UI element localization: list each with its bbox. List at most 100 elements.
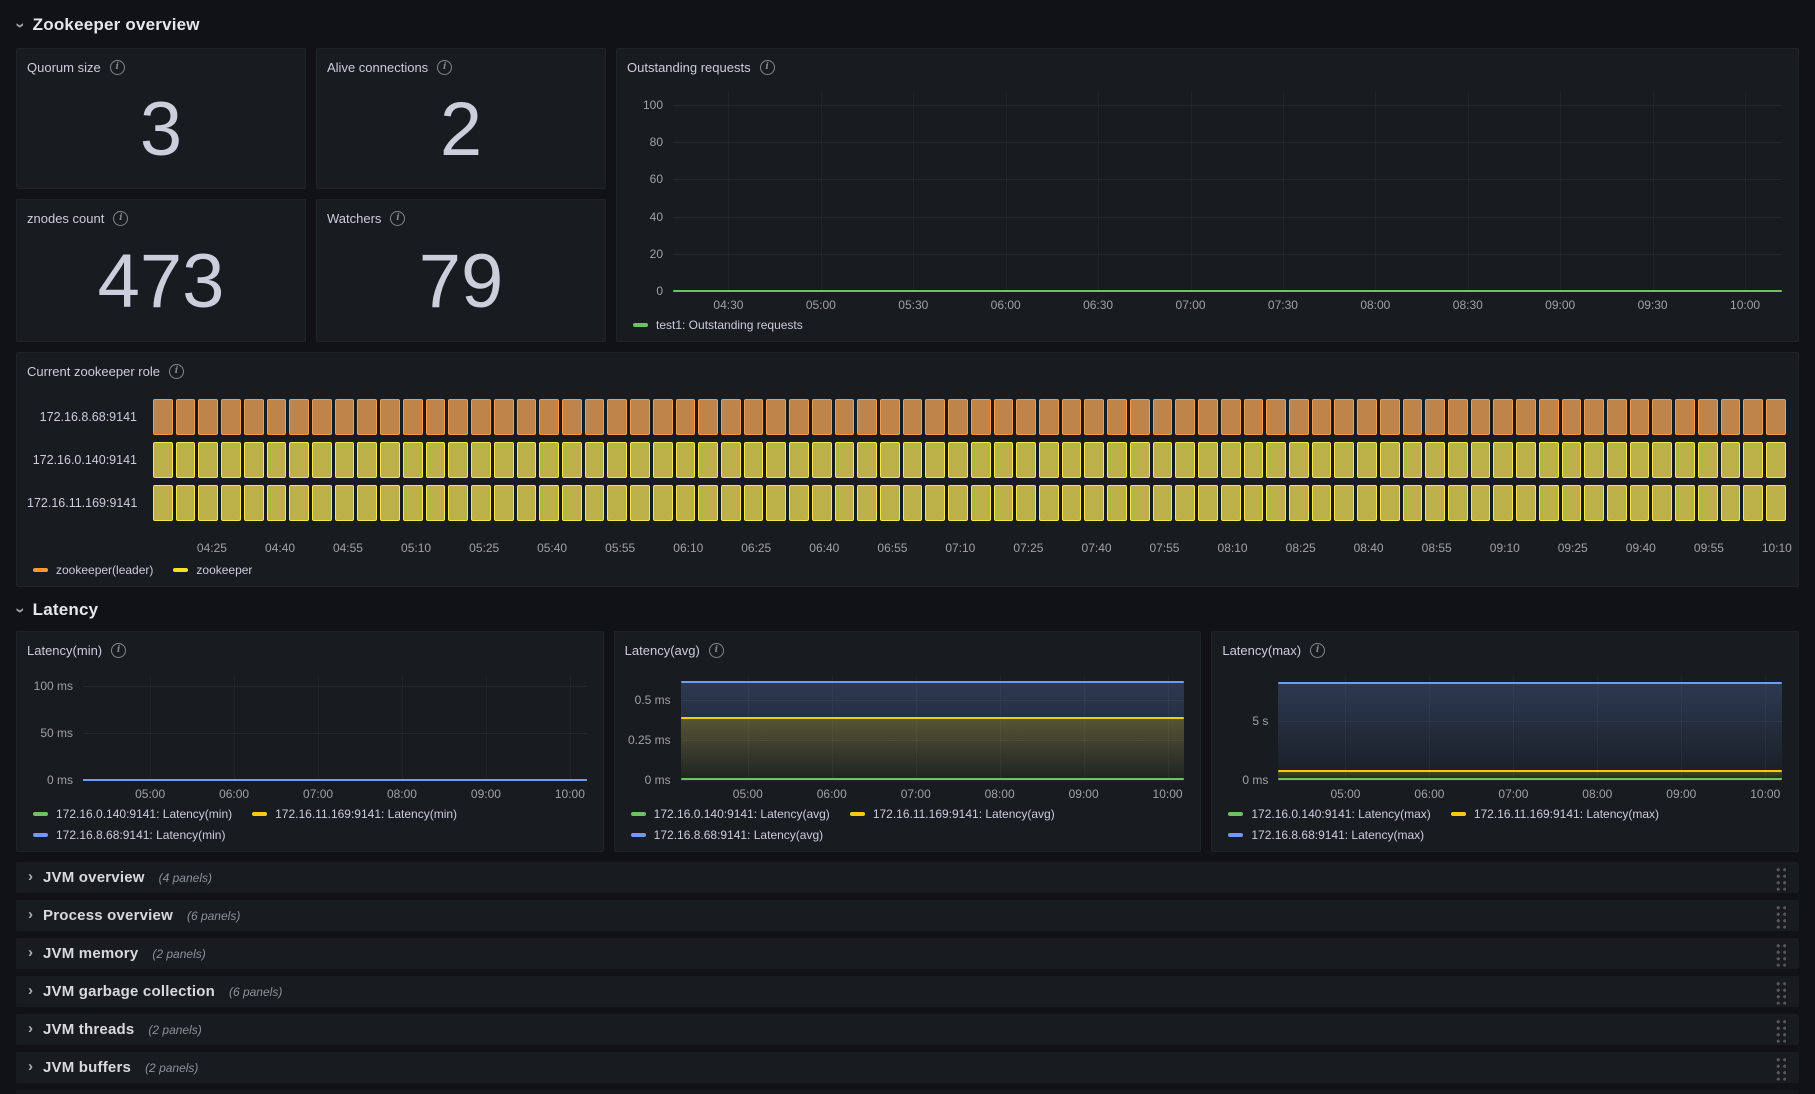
drag-handle-icon[interactable] [1774, 1055, 1786, 1080]
state-segment[interactable] [357, 442, 378, 478]
info-icon[interactable]: i [1310, 642, 1326, 658]
state-segment[interactable] [811, 442, 832, 478]
state-segment[interactable] [1470, 442, 1491, 478]
state-segment[interactable] [1697, 442, 1718, 478]
state-segment[interactable] [1266, 399, 1286, 435]
state-segment[interactable] [402, 485, 423, 521]
state-segment[interactable] [198, 485, 219, 521]
state-segment[interactable] [743, 442, 764, 478]
state-segment[interactable] [1652, 485, 1673, 521]
state-segment[interactable] [539, 399, 559, 435]
state-segment[interactable] [652, 442, 673, 478]
legend-item[interactable]: 172.16.11.169:9141: Latency(min) [252, 803, 457, 824]
state-segment[interactable] [1470, 399, 1491, 435]
state-segment[interactable] [834, 442, 855, 478]
collapsed-row-jvm-garbage-collection[interactable]: ›JVM garbage collection(6 panels) [16, 976, 1799, 1007]
legend-item[interactable]: 172.16.0.140:9141: Latency(avg) [630, 803, 830, 824]
state-segment[interactable] [448, 399, 469, 435]
state-segment[interactable] [1016, 485, 1037, 521]
state-segment[interactable] [1061, 442, 1082, 478]
state-segment[interactable] [584, 399, 605, 435]
state-segment[interactable] [720, 399, 741, 435]
state-segment[interactable] [516, 442, 537, 478]
state-segment[interactable] [1675, 399, 1695, 435]
state-segment[interactable] [789, 485, 809, 521]
state-segment[interactable] [880, 442, 900, 478]
state-segment[interactable] [1016, 442, 1037, 478]
collapsed-row-jvm-buffers[interactable]: ›JVM buffers(2 panels) [16, 1052, 1799, 1083]
state-segment[interactable] [539, 485, 559, 521]
state-segment[interactable] [970, 399, 991, 435]
state-segment[interactable] [902, 485, 923, 521]
state-segment[interactable] [584, 485, 605, 521]
state-segment[interactable] [857, 442, 877, 478]
row-header-zookeeper-overview[interactable]: › Zookeeper overview [11, 10, 1799, 40]
state-segment[interactable] [243, 399, 264, 435]
state-segment[interactable] [880, 485, 900, 521]
state-segment[interactable] [357, 485, 378, 521]
state-segment[interactable] [1039, 399, 1059, 435]
info-icon[interactable]: i [390, 210, 406, 226]
state-segment[interactable] [312, 399, 332, 435]
state-segment[interactable] [1175, 399, 1196, 435]
state-segment[interactable] [153, 485, 173, 521]
state-segment[interactable] [1675, 442, 1695, 478]
state-segment[interactable] [1493, 442, 1514, 478]
state-segment[interactable] [289, 442, 310, 478]
state-segment[interactable] [1720, 399, 1741, 435]
state-segment[interactable] [1152, 442, 1173, 478]
state-segment[interactable] [720, 485, 741, 521]
state-segment[interactable] [1220, 485, 1241, 521]
state-segment[interactable] [1311, 485, 1332, 521]
state-segment[interactable] [1084, 485, 1105, 521]
info-icon[interactable]: i [109, 59, 125, 75]
collapsed-row-process-overview[interactable]: ›Process overview(6 panels) [16, 900, 1799, 931]
state-segment[interactable] [1243, 485, 1264, 521]
state-segment[interactable] [1266, 442, 1286, 478]
state-segment[interactable] [561, 485, 582, 521]
state-segment[interactable] [811, 485, 832, 521]
info-icon[interactable]: i [708, 642, 724, 658]
drag-handle-icon[interactable] [1774, 1017, 1786, 1042]
state-segment[interactable] [1061, 399, 1082, 435]
state-segment[interactable] [493, 442, 514, 478]
state-segment[interactable] [1516, 485, 1536, 521]
state-segment[interactable] [471, 485, 491, 521]
state-segment[interactable] [1538, 399, 1559, 435]
state-segment[interactable] [561, 442, 582, 478]
state-segment[interactable] [1061, 485, 1082, 521]
legend-item[interactable]: 172.16.0.140:9141: Latency(min) [33, 803, 232, 824]
state-segment[interactable] [970, 442, 991, 478]
info-icon[interactable]: i [759, 59, 775, 75]
state-segment[interactable] [675, 485, 696, 521]
state-segment[interactable] [1766, 485, 1786, 521]
state-segment[interactable] [743, 399, 764, 435]
state-segment[interactable] [334, 442, 355, 478]
state-segment[interactable] [175, 442, 196, 478]
state-segment[interactable] [1766, 399, 1786, 435]
state-segment[interactable] [380, 485, 400, 521]
state-segment[interactable] [698, 442, 718, 478]
state-segment[interactable] [698, 485, 718, 521]
state-segment[interactable] [1561, 442, 1582, 478]
state-segment[interactable] [1129, 485, 1150, 521]
state-segment[interactable] [1402, 442, 1423, 478]
state-segment[interactable] [584, 442, 605, 478]
state-segment[interactable] [1470, 485, 1491, 521]
state-segment[interactable] [1720, 485, 1741, 521]
state-segment[interactable] [925, 485, 946, 521]
state-segment[interactable] [1561, 399, 1582, 435]
state-segment[interactable] [425, 442, 446, 478]
state-segment[interactable] [1607, 442, 1627, 478]
state-segment[interactable] [243, 442, 264, 478]
state-segment[interactable] [1198, 399, 1218, 435]
state-segment[interactable] [153, 399, 173, 435]
state-segment[interactable] [1402, 485, 1423, 521]
state-segment[interactable] [1425, 399, 1445, 435]
state-segment[interactable] [243, 485, 264, 521]
state-segment[interactable] [1425, 485, 1445, 521]
state-segment[interactable] [948, 442, 968, 478]
state-segment[interactable] [1447, 399, 1468, 435]
state-segment[interactable] [334, 485, 355, 521]
state-segment[interactable] [993, 485, 1014, 521]
